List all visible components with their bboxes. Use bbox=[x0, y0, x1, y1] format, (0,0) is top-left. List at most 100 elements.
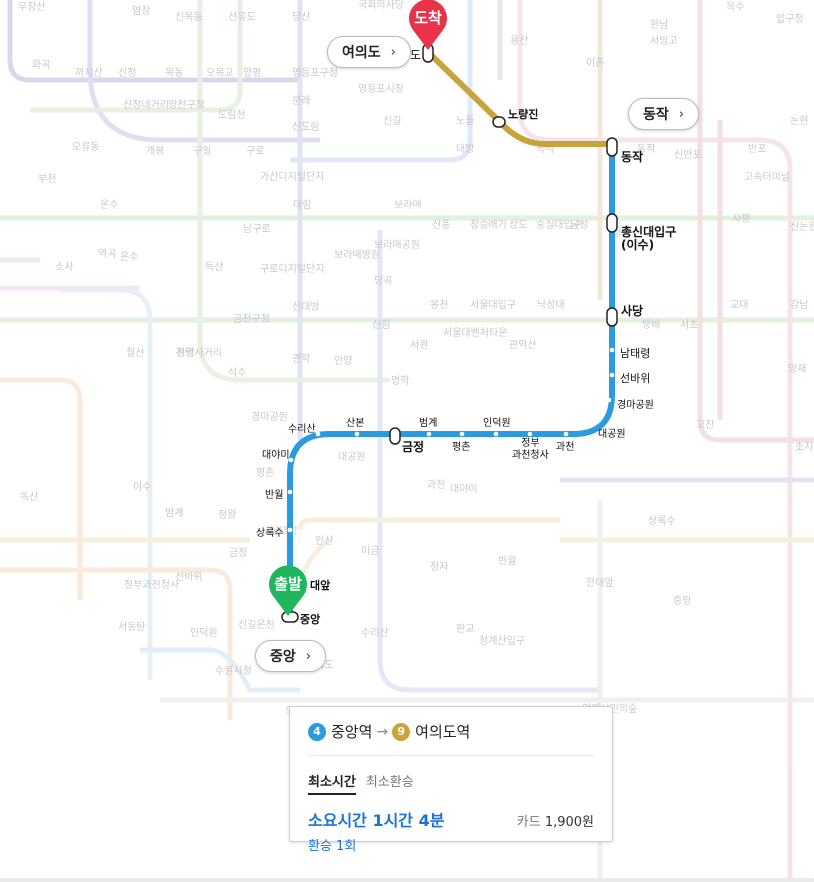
background-station-label: 남성 bbox=[570, 219, 588, 231]
background-station-label: 명학 bbox=[391, 375, 409, 387]
background-station-label: 염창 bbox=[132, 5, 150, 17]
station-marker-noryangjin[interactable] bbox=[492, 116, 506, 128]
background-station-label: 반포 bbox=[748, 143, 766, 155]
departure-pin[interactable]: 출발 bbox=[265, 564, 311, 618]
background-station-label: 신도림 bbox=[292, 121, 320, 133]
background-station-label: 천왕 bbox=[176, 347, 194, 359]
destination-station-button[interactable]: 여의도 › bbox=[327, 36, 411, 68]
background-station-label: 신정 bbox=[118, 67, 136, 79]
background-station-label: 서동탄 bbox=[118, 621, 146, 633]
origin-station-button[interactable]: 중앙 › bbox=[255, 640, 326, 672]
background-station-label: 당곡 bbox=[374, 275, 392, 287]
label-dongjak: 동작 bbox=[621, 150, 644, 164]
background-station-label: 금정 bbox=[229, 547, 247, 559]
background-station-label: 장승배기 bbox=[470, 219, 507, 231]
station-dot-beomgye[interactable] bbox=[426, 431, 432, 437]
background-station-label: 역곡 bbox=[98, 248, 116, 260]
label-indeogwon: 인덕원 bbox=[483, 418, 511, 429]
station-marker-dongjak[interactable] bbox=[606, 137, 618, 157]
background-station-label: 이촌 bbox=[586, 57, 604, 69]
label-sangroksu: 상록수 bbox=[256, 528, 284, 539]
background-station-label: 신풍 bbox=[432, 219, 450, 231]
station-marker-chongshin[interactable] bbox=[606, 213, 618, 233]
station-dot-namtaeryeong[interactable] bbox=[609, 347, 615, 353]
background-station-label: 서울대벤처타운 bbox=[443, 327, 507, 339]
station-dot-banwol[interactable] bbox=[287, 489, 293, 495]
background-station-label: 당산 bbox=[292, 11, 310, 23]
station-dot-pyeongchon[interactable] bbox=[459, 431, 465, 437]
background-station-label: 우장산 bbox=[18, 1, 46, 13]
background-station-label: 상록수 bbox=[648, 515, 676, 527]
station-dot-seonbawi[interactable] bbox=[609, 372, 615, 378]
station-dot-sangroksu[interactable] bbox=[287, 527, 293, 533]
station-dot-jeongbu[interactable] bbox=[527, 431, 533, 437]
background-station-label: 판교 bbox=[456, 623, 474, 635]
background-station-label: 서원 bbox=[410, 339, 428, 351]
chevron-right-icon: › bbox=[390, 44, 396, 60]
station-dot-daeyami[interactable] bbox=[288, 457, 294, 463]
background-station-label: 선바위 bbox=[175, 570, 203, 583]
background-station-label: 이수 bbox=[133, 481, 151, 493]
background-station-label: 압구정 bbox=[776, 12, 804, 25]
background-station-label: 오류동 bbox=[72, 141, 100, 153]
label-surisan: 수리산 bbox=[288, 424, 316, 435]
background-station-label: 개봉 bbox=[146, 145, 164, 157]
background-station-label: 금천구청 bbox=[233, 313, 270, 325]
divider bbox=[308, 755, 594, 756]
background-station-label: 독산 bbox=[20, 491, 38, 503]
background-station-label: 낙성대 bbox=[537, 299, 565, 311]
background-station-label: 고잔 bbox=[696, 419, 714, 431]
background-station-label: 정자 bbox=[430, 561, 448, 573]
sort-tabs: 최소시간 최소환승 bbox=[308, 771, 414, 795]
departure-pin-icon bbox=[269, 565, 307, 616]
label-gwacheon: 과천 bbox=[556, 442, 575, 453]
arrival-pin[interactable]: 도착 bbox=[405, 0, 451, 52]
label-geumjeong: 금정 bbox=[402, 440, 425, 454]
background-station-label: 대공원 bbox=[338, 451, 366, 463]
background-station-label: 구로디지털단지 bbox=[260, 263, 324, 275]
background-station-label: 용산 bbox=[510, 35, 528, 47]
arrival-pin-icon bbox=[409, 0, 447, 50]
departure-pin-label: 출발 bbox=[274, 575, 302, 593]
label-noryangjin: 노량진 bbox=[508, 108, 539, 121]
background-station-label: 신목동 bbox=[175, 11, 203, 23]
tab-fastest[interactable]: 최소시간 bbox=[308, 771, 356, 795]
chevron-right-icon: › bbox=[678, 106, 684, 122]
background-station-label: 까치산 bbox=[75, 67, 103, 79]
route-stops bbox=[281, 43, 618, 623]
background-station-label: 가산디지털단지 bbox=[260, 171, 324, 183]
label-yeouido-partial: 도 bbox=[410, 48, 422, 62]
background-station-label: 독산 bbox=[205, 261, 223, 273]
background-station-label: 한남 bbox=[650, 19, 668, 31]
background-station-label: 국회의사당 bbox=[358, 0, 404, 11]
background-station-label: 신림 bbox=[372, 319, 390, 331]
station-dot-gwacheon[interactable] bbox=[563, 431, 569, 437]
station-marker-sadang[interactable] bbox=[606, 307, 618, 327]
background-station-label: 구일 bbox=[193, 145, 211, 157]
background-station-label: 광명사거리 bbox=[176, 347, 222, 359]
background-station-label: 상도 bbox=[509, 219, 527, 231]
background-station-label: 대야미 bbox=[450, 483, 478, 495]
label-namtaeryeong: 남태령 bbox=[620, 347, 651, 360]
route-summary-card[interactable]: 4 중앙역 → 9 여의도역 최소시간 최소환승 소요시간 1시간 4분 카드 … bbox=[289, 706, 613, 854]
station-dot-gyeongma[interactable] bbox=[606, 397, 612, 403]
background-station-label: 고속터미널 bbox=[744, 171, 790, 183]
transfer-count: 환승 1회 bbox=[308, 839, 357, 854]
background-station-label: 교대 bbox=[730, 299, 748, 311]
background-station-label: 정왕 bbox=[218, 509, 236, 521]
background-station-label: 석수 bbox=[228, 367, 246, 379]
station-marker-geumjeong[interactable] bbox=[389, 427, 401, 445]
station-dot-surisan[interactable] bbox=[315, 431, 321, 437]
station-dot-indeogwon[interactable] bbox=[493, 431, 499, 437]
transfer-station-button[interactable]: 동작 › bbox=[628, 98, 699, 130]
station-dot-daegongwon[interactable] bbox=[595, 417, 601, 423]
label-chongshin: 총신대입구(이수) bbox=[621, 225, 677, 252]
travel-duration: 소요시간 1시간 4분 bbox=[308, 811, 445, 830]
background-station-label: 안양 bbox=[334, 355, 352, 367]
station-dot-sanbon[interactable] bbox=[354, 431, 360, 437]
background-station-label: 도림천 bbox=[218, 109, 246, 121]
background-station-label: 온수 bbox=[120, 251, 138, 263]
background-station-label: 방배 bbox=[642, 319, 660, 331]
tab-min-transfer[interactable]: 최소환승 bbox=[365, 775, 414, 790]
